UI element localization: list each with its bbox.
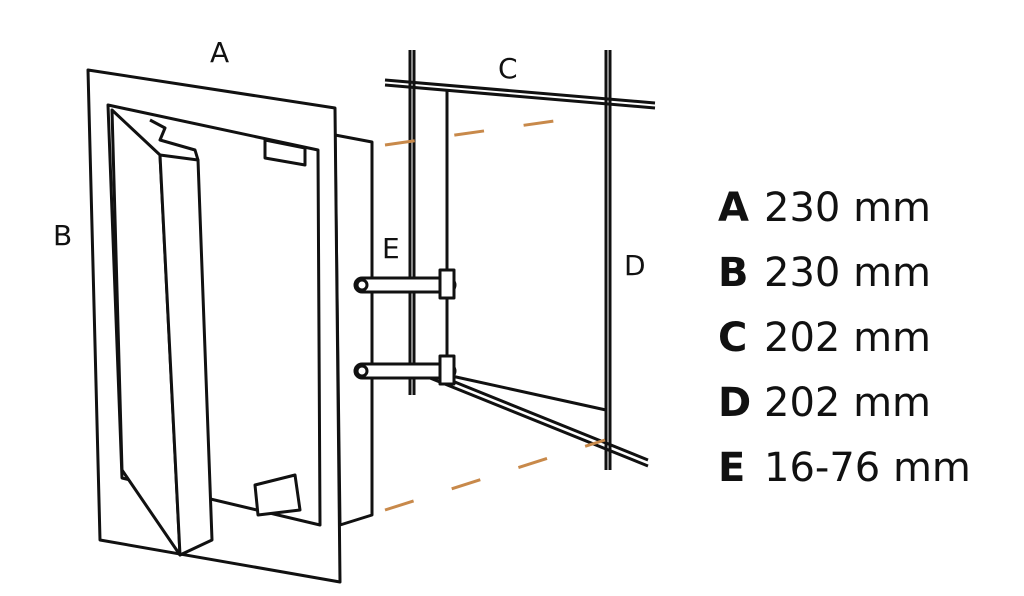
wall-opening (445, 90, 607, 412)
wall-tile-grid (384, 50, 656, 470)
dimension-legend: A 230 mm B 230 mm C 202 mm D 202 mm E 16-76 m… (718, 182, 971, 507)
legend-key: D (718, 380, 752, 426)
door-lip (149, 118, 200, 161)
legend-row-a: A 230 mm (718, 182, 971, 247)
legend-key: E (718, 445, 746, 491)
legend-key: A (718, 185, 749, 231)
mounting-bracket-top (353, 268, 457, 300)
alignment-dash-lines (384, 116, 606, 512)
label-a: A (210, 36, 229, 69)
legend-value: 230 mm (764, 250, 931, 296)
mounting-bracket-bottom (353, 354, 457, 386)
label-c: C (498, 52, 518, 85)
legend-key: B (718, 250, 749, 296)
latch-top (263, 138, 307, 167)
legend-value: 202 mm (764, 380, 931, 426)
legend-row-e: E 16-76 mm (718, 442, 971, 507)
frame-box (333, 133, 374, 527)
legend-value: 16-76 mm (764, 445, 971, 491)
label-b: B (53, 219, 72, 252)
door-edge (158, 153, 214, 557)
label-d: D (624, 249, 646, 282)
legend-row-c: C 202 mm (718, 312, 971, 377)
legend-value: 230 mm (764, 185, 931, 231)
latch-bottom (253, 473, 302, 517)
legend-row-b: B 230 mm (718, 247, 971, 312)
label-e: E (382, 232, 400, 265)
legend-key: C (718, 315, 748, 361)
legend-row-d: D 202 mm (718, 377, 971, 442)
legend-value: 202 mm (764, 315, 931, 361)
